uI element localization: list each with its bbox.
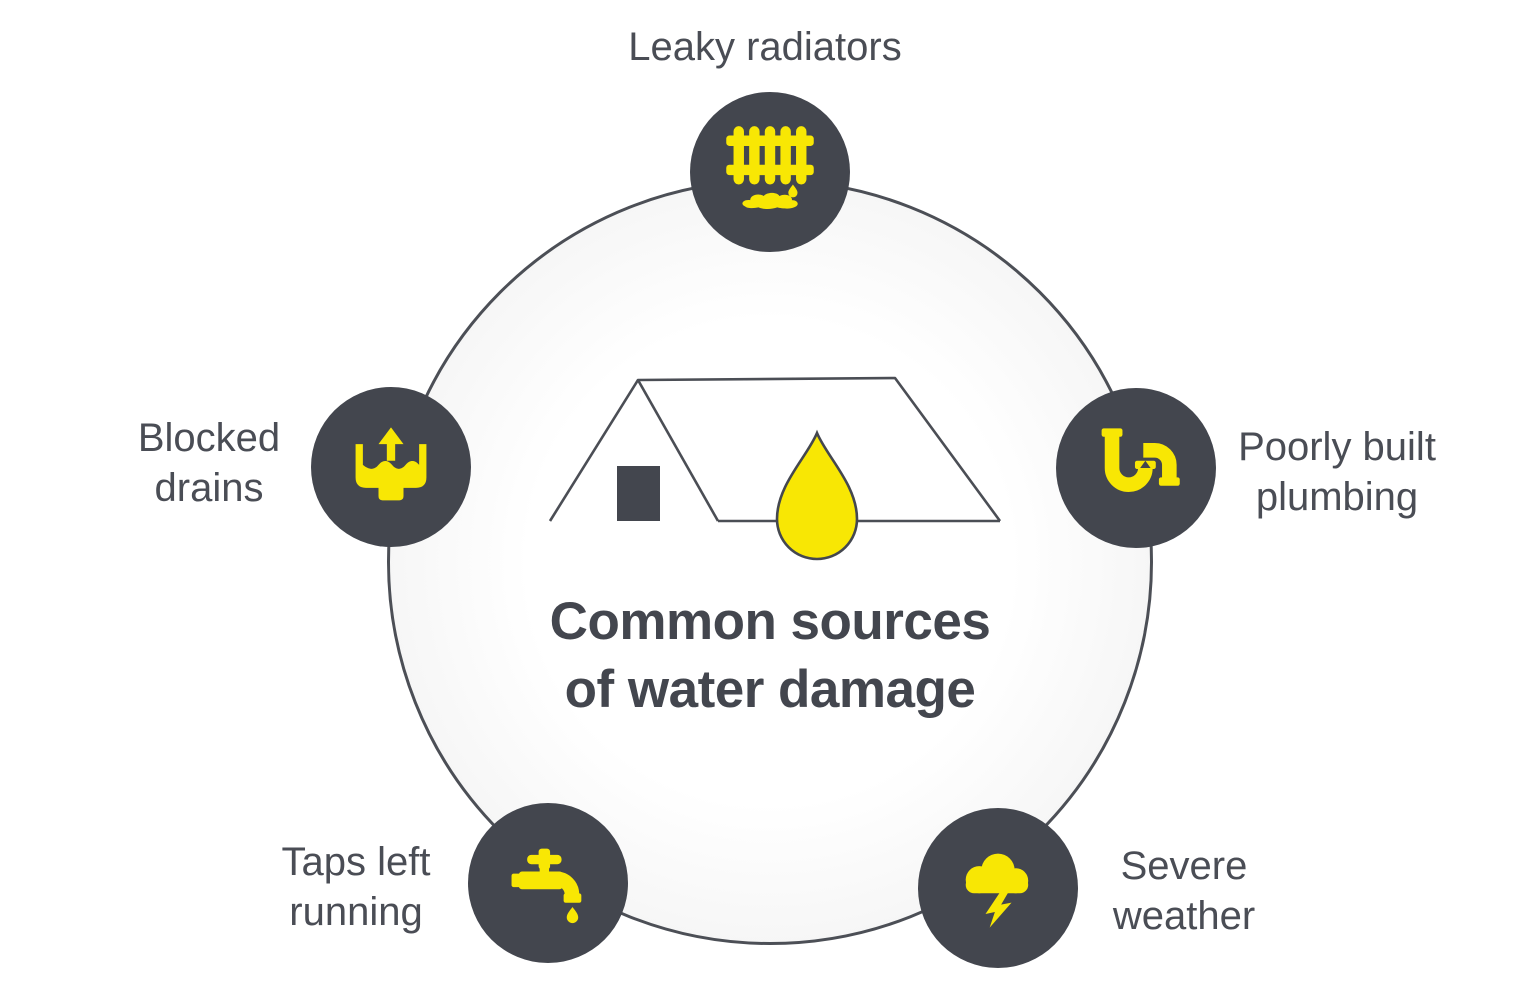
- dripping-tap-icon: [511, 848, 582, 924]
- title-line-2: of water damage: [564, 660, 976, 719]
- radiator-leak-icon: [726, 126, 814, 209]
- node-severe-weather: [918, 808, 1078, 968]
- label-severe-weather: Severe weather: [1112, 844, 1256, 938]
- node-poorly-built-plumbing: [1056, 388, 1216, 548]
- storm-cloud-icon: [965, 853, 1029, 928]
- house-window: [617, 466, 660, 521]
- water-drop-icon: [775, 429, 859, 561]
- label-taps-left-running: Taps left running: [281, 840, 431, 934]
- house-roof-with-drop-icon: [548, 376, 1002, 561]
- page-title: Common sources of water damage: [550, 588, 991, 724]
- pipe-trap-icon: [1101, 428, 1180, 492]
- node-blocked-drains: [311, 387, 471, 547]
- label-blocked-drains: Blocked drains: [137, 416, 281, 510]
- label-poorly-built-plumbing: Poorly built plumbing: [1238, 425, 1436, 519]
- node-leaky-radiators: [690, 92, 850, 252]
- overflowing-drain-icon: [355, 427, 427, 501]
- label-leaky-radiators: Leaky radiators: [628, 25, 902, 69]
- node-taps-left-running: [468, 803, 628, 963]
- title-line-1: Common sources: [549, 592, 991, 651]
